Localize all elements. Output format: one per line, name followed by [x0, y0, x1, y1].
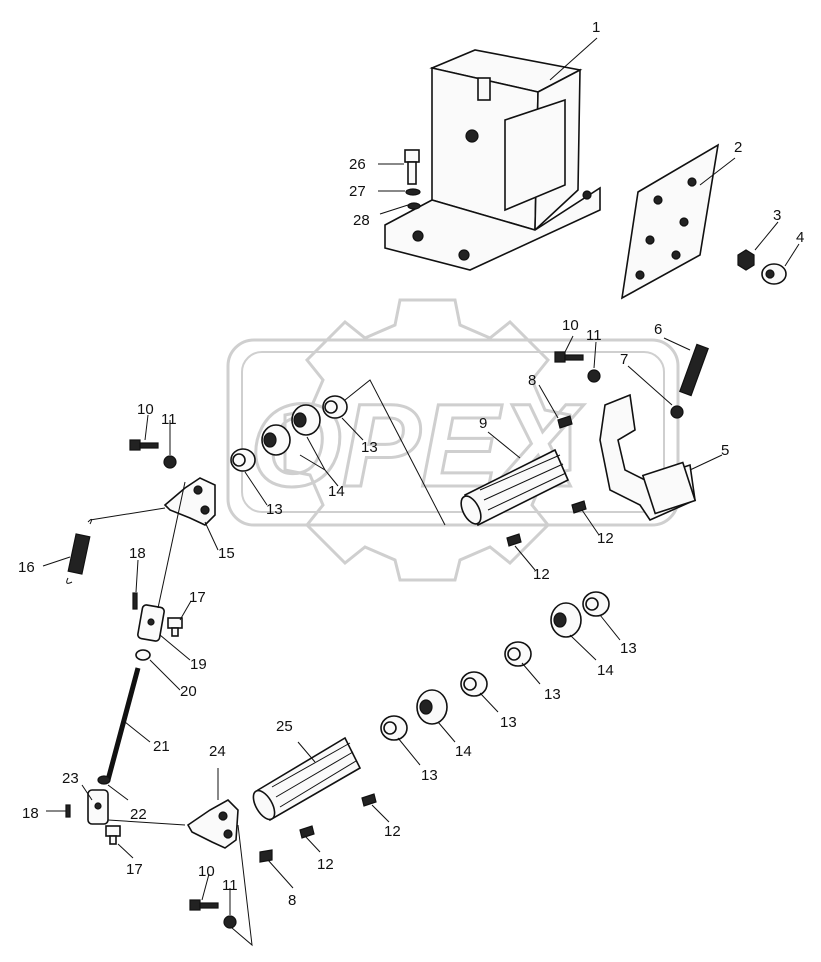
label-6: 6 — [654, 321, 662, 338]
nut-part-4 — [761, 263, 787, 285]
clevis-part-23 — [87, 789, 109, 825]
label-24: 24 — [209, 743, 226, 760]
label-14-upper: 14 — [328, 483, 345, 500]
label-12-b: 12 — [533, 566, 550, 583]
pin-part-18-upper — [132, 592, 138, 610]
bushing-part-13-lower-a — [582, 591, 610, 617]
bushing-part-13-upper-b — [230, 448, 256, 472]
label-10-left: 10 — [137, 401, 154, 418]
label-13-lower-d: 13 — [421, 767, 438, 784]
bushing-part-14-lower-a — [550, 602, 582, 638]
label-17-upper: 17 — [189, 589, 206, 606]
label-15: 15 — [218, 545, 235, 562]
nut-part-22 — [97, 775, 111, 785]
bushing-part-13-lower-d — [380, 715, 408, 741]
label-13-lower-c: 13 — [500, 714, 517, 731]
nut-part-11-left — [163, 455, 177, 469]
pin-part-18-lower — [65, 804, 71, 818]
label-12-a: 12 — [597, 530, 614, 547]
key-part-8-lower — [259, 849, 273, 863]
shaft-part-9 — [460, 448, 570, 527]
bolt-part-10-upper-right — [554, 351, 584, 363]
spring-part-6 — [679, 343, 709, 397]
label-14-lower-a: 14 — [597, 662, 614, 679]
nut-part-7 — [670, 405, 684, 419]
label-11-upper: 11 — [586, 327, 602, 344]
label-25: 25 — [276, 718, 293, 735]
label-17-lower: 17 — [126, 861, 143, 878]
watermark-frame-outer — [226, 338, 680, 527]
bushing-part-14-upper-b — [261, 424, 291, 456]
label-13-lower-a: 13 — [620, 640, 637, 657]
label-7: 7 — [620, 351, 628, 368]
key-part-8-upper — [557, 415, 573, 429]
label-8-lower: 8 — [288, 892, 296, 909]
label-12-c: 12 — [317, 856, 334, 873]
label-23: 23 — [62, 770, 79, 787]
label-18-upper: 18 — [129, 545, 146, 562]
label-12-d: 12 — [384, 823, 401, 840]
bushing-part-14-lower-b — [416, 689, 448, 725]
label-26: 26 — [349, 156, 366, 173]
spring-part-16 — [66, 518, 93, 584]
label-10-upper: 10 — [562, 317, 579, 334]
label-13-upper-a: 13 — [361, 439, 378, 456]
label-8-upper: 8 — [528, 372, 536, 389]
label-22: 22 — [130, 806, 147, 823]
leader-lines — [42, 37, 800, 947]
label-5: 5 — [721, 442, 729, 459]
label-16: 16 — [18, 559, 35, 576]
watermark-frame-inner — [241, 351, 665, 513]
washer-part-27 — [405, 188, 421, 196]
part-labels: 1 2 3 4 26 27 28 10 11 6 7 8 9 5 13 14 1… — [18, 19, 804, 909]
clevis-part-19 — [137, 604, 165, 642]
lever-part-24 — [186, 799, 239, 849]
label-27: 27 — [349, 183, 366, 200]
label-18-lower: 18 — [22, 805, 39, 822]
label-2: 2 — [734, 139, 742, 156]
mounting-plate — [620, 143, 720, 300]
label-11-lower: 11 — [222, 877, 238, 894]
rod-part-21 — [105, 667, 141, 781]
label-21: 21 — [153, 738, 170, 755]
label-13-upper-b: 13 — [266, 501, 283, 518]
shaft-part-25 — [252, 736, 362, 822]
label-13-lower-b: 13 — [544, 686, 561, 703]
lever-part-15 — [163, 477, 216, 526]
label-10-lower: 10 — [198, 863, 215, 880]
watermark-gear — [283, 298, 572, 582]
bolt-part-10-left — [129, 439, 159, 451]
key-part-12-b — [506, 533, 522, 547]
bushing-part-13-lower-c — [460, 671, 488, 697]
pin-part-17-lower — [105, 825, 121, 845]
bushing-part-13-lower-b — [504, 641, 532, 667]
bolt-part-10-lower — [189, 899, 219, 911]
washer-part-28 — [407, 202, 421, 210]
bolt-part-26 — [404, 149, 420, 185]
pedal-part-5 — [599, 393, 697, 522]
label-9: 9 — [479, 415, 487, 432]
nut-part-11-lower — [223, 915, 237, 929]
washer-part-3 — [737, 249, 755, 271]
label-20: 20 — [180, 683, 197, 700]
bushing-part-13-upper-a — [322, 395, 348, 419]
pin-part-17-upper — [167, 617, 183, 637]
label-3: 3 — [773, 207, 781, 224]
nut-part-11-upper-right — [587, 369, 601, 383]
label-4: 4 — [796, 229, 804, 246]
label-1: 1 — [592, 19, 600, 36]
label-14-lower-b: 14 — [455, 743, 472, 760]
key-part-12-c — [299, 825, 315, 839]
nut-part-20 — [135, 649, 151, 661]
bushing-part-14-upper-a — [291, 404, 321, 436]
label-19: 19 — [190, 656, 207, 673]
label-28: 28 — [353, 212, 370, 229]
key-part-12-d — [361, 793, 377, 807]
label-11-left: 11 — [161, 411, 177, 428]
bracket-box — [384, 49, 601, 271]
